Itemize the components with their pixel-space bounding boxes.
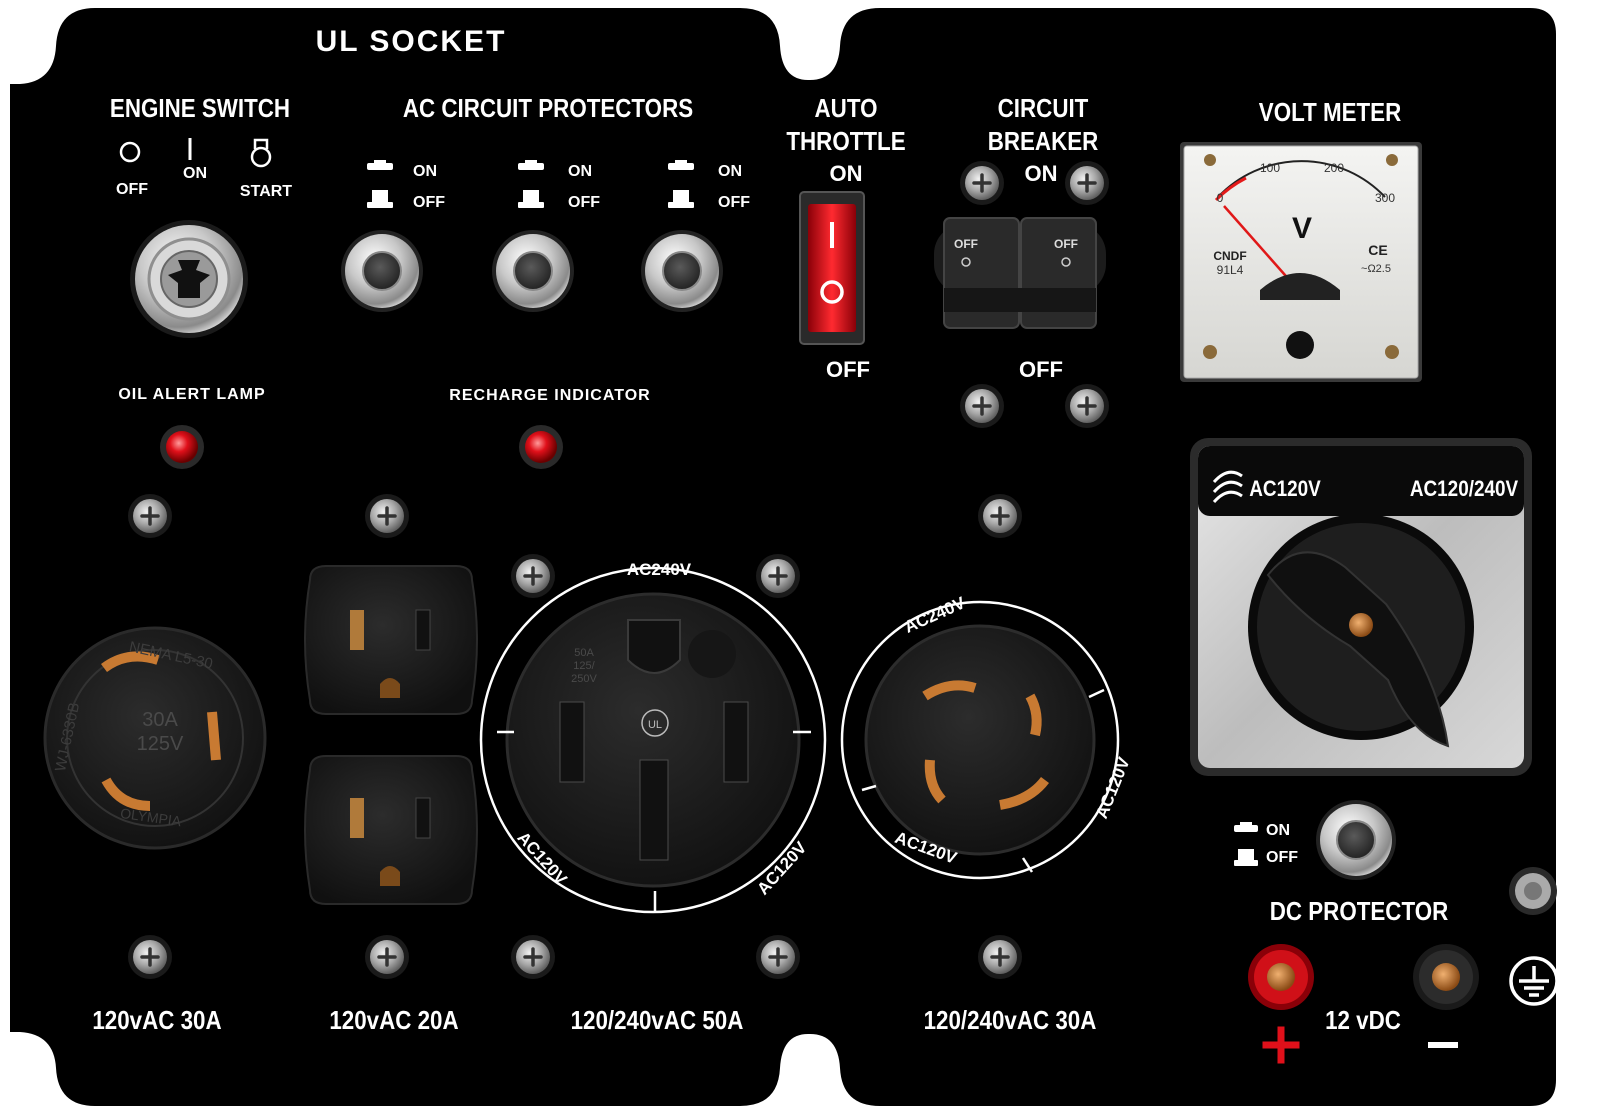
meter-scale-100: 100: [1260, 161, 1280, 175]
ac-circuit-protectors-label: AC CIRCUIT PROTECTORS: [402, 93, 694, 123]
ac-protector-1: [341, 160, 423, 312]
duplex-receptacle-bottom[interactable]: [304, 755, 478, 905]
voltage-selector-switch[interactable]: [1190, 438, 1532, 776]
dc-negative-terminal[interactable]: [1413, 944, 1479, 1010]
nema-rating-1: 50A: [574, 647, 594, 659]
protector-2-on-label: ON: [568, 163, 592, 180]
protector-1-on-label: ON: [413, 163, 437, 180]
meter-scale-0: 0: [1217, 191, 1224, 205]
auto-throttle-label-line2: THROTTLE: [786, 126, 906, 156]
meter-scale-300: 300: [1375, 191, 1395, 205]
selector-ac120-240v-label: AC120/240V: [1409, 476, 1519, 501]
dc-protector-on-label: ON: [1266, 822, 1290, 839]
ground-icon: [1509, 956, 1559, 1006]
nema-rating-3: 250V: [571, 673, 597, 685]
panel-title: UL SOCKET: [315, 25, 507, 58]
selector-knob[interactable]: [1266, 551, 1450, 748]
outlet-rating-line1: 30A: [142, 709, 178, 731]
ul-mark: UL: [648, 719, 662, 731]
twistlock-240v-30a-outlet[interactable]: [840, 600, 1120, 880]
outlet-label-240v-30a: 120/240vAC 30A: [923, 1005, 1097, 1035]
ac-protector-button-2[interactable]: [492, 230, 574, 312]
protector-3-off-label: OFF: [718, 194, 750, 211]
recharge-indicator-label: RECHARGE INDICATOR: [449, 387, 651, 404]
recharge-indicator-lamp: [519, 425, 563, 469]
svg-text:OFF: OFF: [954, 237, 978, 251]
circuit-breaker-label-line1: CIRCUIT: [997, 93, 1089, 123]
meter-scale-200: 200: [1324, 161, 1344, 175]
off-indicator-icon: [518, 190, 544, 208]
ignition-key-switch[interactable]: [130, 220, 248, 338]
circuit-breaker[interactable]: OFF OFF: [934, 217, 1106, 329]
meter-brand: CNDF: [1213, 249, 1246, 263]
off-indicator-icon: [1234, 849, 1258, 866]
oil-alert-lamp: [160, 425, 204, 469]
off-indicator-icon: [367, 190, 393, 208]
protector-3-on-label: ON: [718, 163, 742, 180]
outlet-label-120v-20a: 120vAC 20A: [329, 1005, 459, 1035]
outlet-label-240v-50a: 120/240vAC 50A: [570, 1005, 744, 1035]
duplex-receptacle-top[interactable]: [304, 565, 478, 715]
meter-spec: ~Ω2.5: [1361, 263, 1391, 275]
dc-protector-label: DC PROTECTOR: [1269, 896, 1449, 926]
engine-switch-label: ENGINE SWITCH: [109, 93, 291, 123]
on-indicator-icon: [1234, 822, 1258, 832]
circuit-breaker-off-label: OFF: [1019, 357, 1063, 382]
ring-text-ac240v-50a: AC240V: [627, 560, 692, 579]
ac-protector-button-1[interactable]: [341, 230, 423, 312]
outlet-label-120v-30a: 120vAC 30A: [92, 1005, 222, 1035]
dc-protector-button[interactable]: [1316, 800, 1396, 880]
engine-on-label: ON: [183, 165, 207, 182]
ac-protector-3: [641, 160, 723, 312]
off-position-icon: [119, 141, 141, 163]
svg-text:OFF: OFF: [1054, 237, 1078, 251]
volt-meter: [1180, 142, 1422, 382]
meter-model: 91L4: [1217, 263, 1244, 277]
dc-protector: [1234, 800, 1396, 880]
twistlock-120v-30a-outlet[interactable]: [43, 626, 267, 850]
circuit-breaker-label-line2: BREAKER: [987, 126, 1099, 156]
auto-throttle-label-line1: AUTO: [814, 93, 878, 123]
volt-meter-label: VOLT METER: [1258, 97, 1402, 127]
selector-ac120v-label: AC120V: [1249, 476, 1321, 501]
on-indicator-icon: [518, 160, 544, 170]
dc-protector-off-label: OFF: [1266, 849, 1298, 866]
ground-terminal[interactable]: [1509, 867, 1557, 915]
meter-unit: V: [1292, 212, 1312, 245]
ac-protector-2: [492, 160, 574, 312]
rocker-off-mark: [820, 280, 844, 304]
ac-protector-button-3[interactable]: [641, 230, 723, 312]
auto-throttle-off-label: OFF: [826, 357, 870, 382]
on-indicator-icon: [367, 160, 393, 170]
engine-start-label: START: [239, 183, 293, 200]
outlet-rating-line2: 125V: [137, 733, 184, 755]
plus-sign-icon: [1262, 1026, 1300, 1064]
meter-marks: CE: [1368, 242, 1387, 258]
circuit-breaker-on-label: ON: [1024, 161, 1058, 186]
nema-rating-2: 125/: [573, 660, 595, 672]
start-position-icon: [250, 138, 272, 168]
off-indicator-icon: [668, 190, 694, 208]
auto-throttle-rocker-switch[interactable]: [799, 191, 865, 345]
protector-2-off-label: OFF: [568, 194, 600, 211]
auto-throttle-on-label: ON: [829, 161, 863, 186]
manufacturer-logo-icon: [1212, 470, 1243, 504]
on-indicator-icon: [668, 160, 694, 170]
oil-alert-lamp-label: OIL ALERT LAMP: [118, 386, 266, 403]
protector-1-off-label: OFF: [413, 194, 445, 211]
dc-positive-terminal[interactable]: [1248, 944, 1314, 1010]
engine-off-label: OFF: [116, 181, 148, 198]
dc-output-label: 12 vDC: [1325, 1005, 1401, 1035]
keyhole-icon: [168, 260, 210, 298]
nema-14-50-outlet[interactable]: [479, 566, 827, 914]
